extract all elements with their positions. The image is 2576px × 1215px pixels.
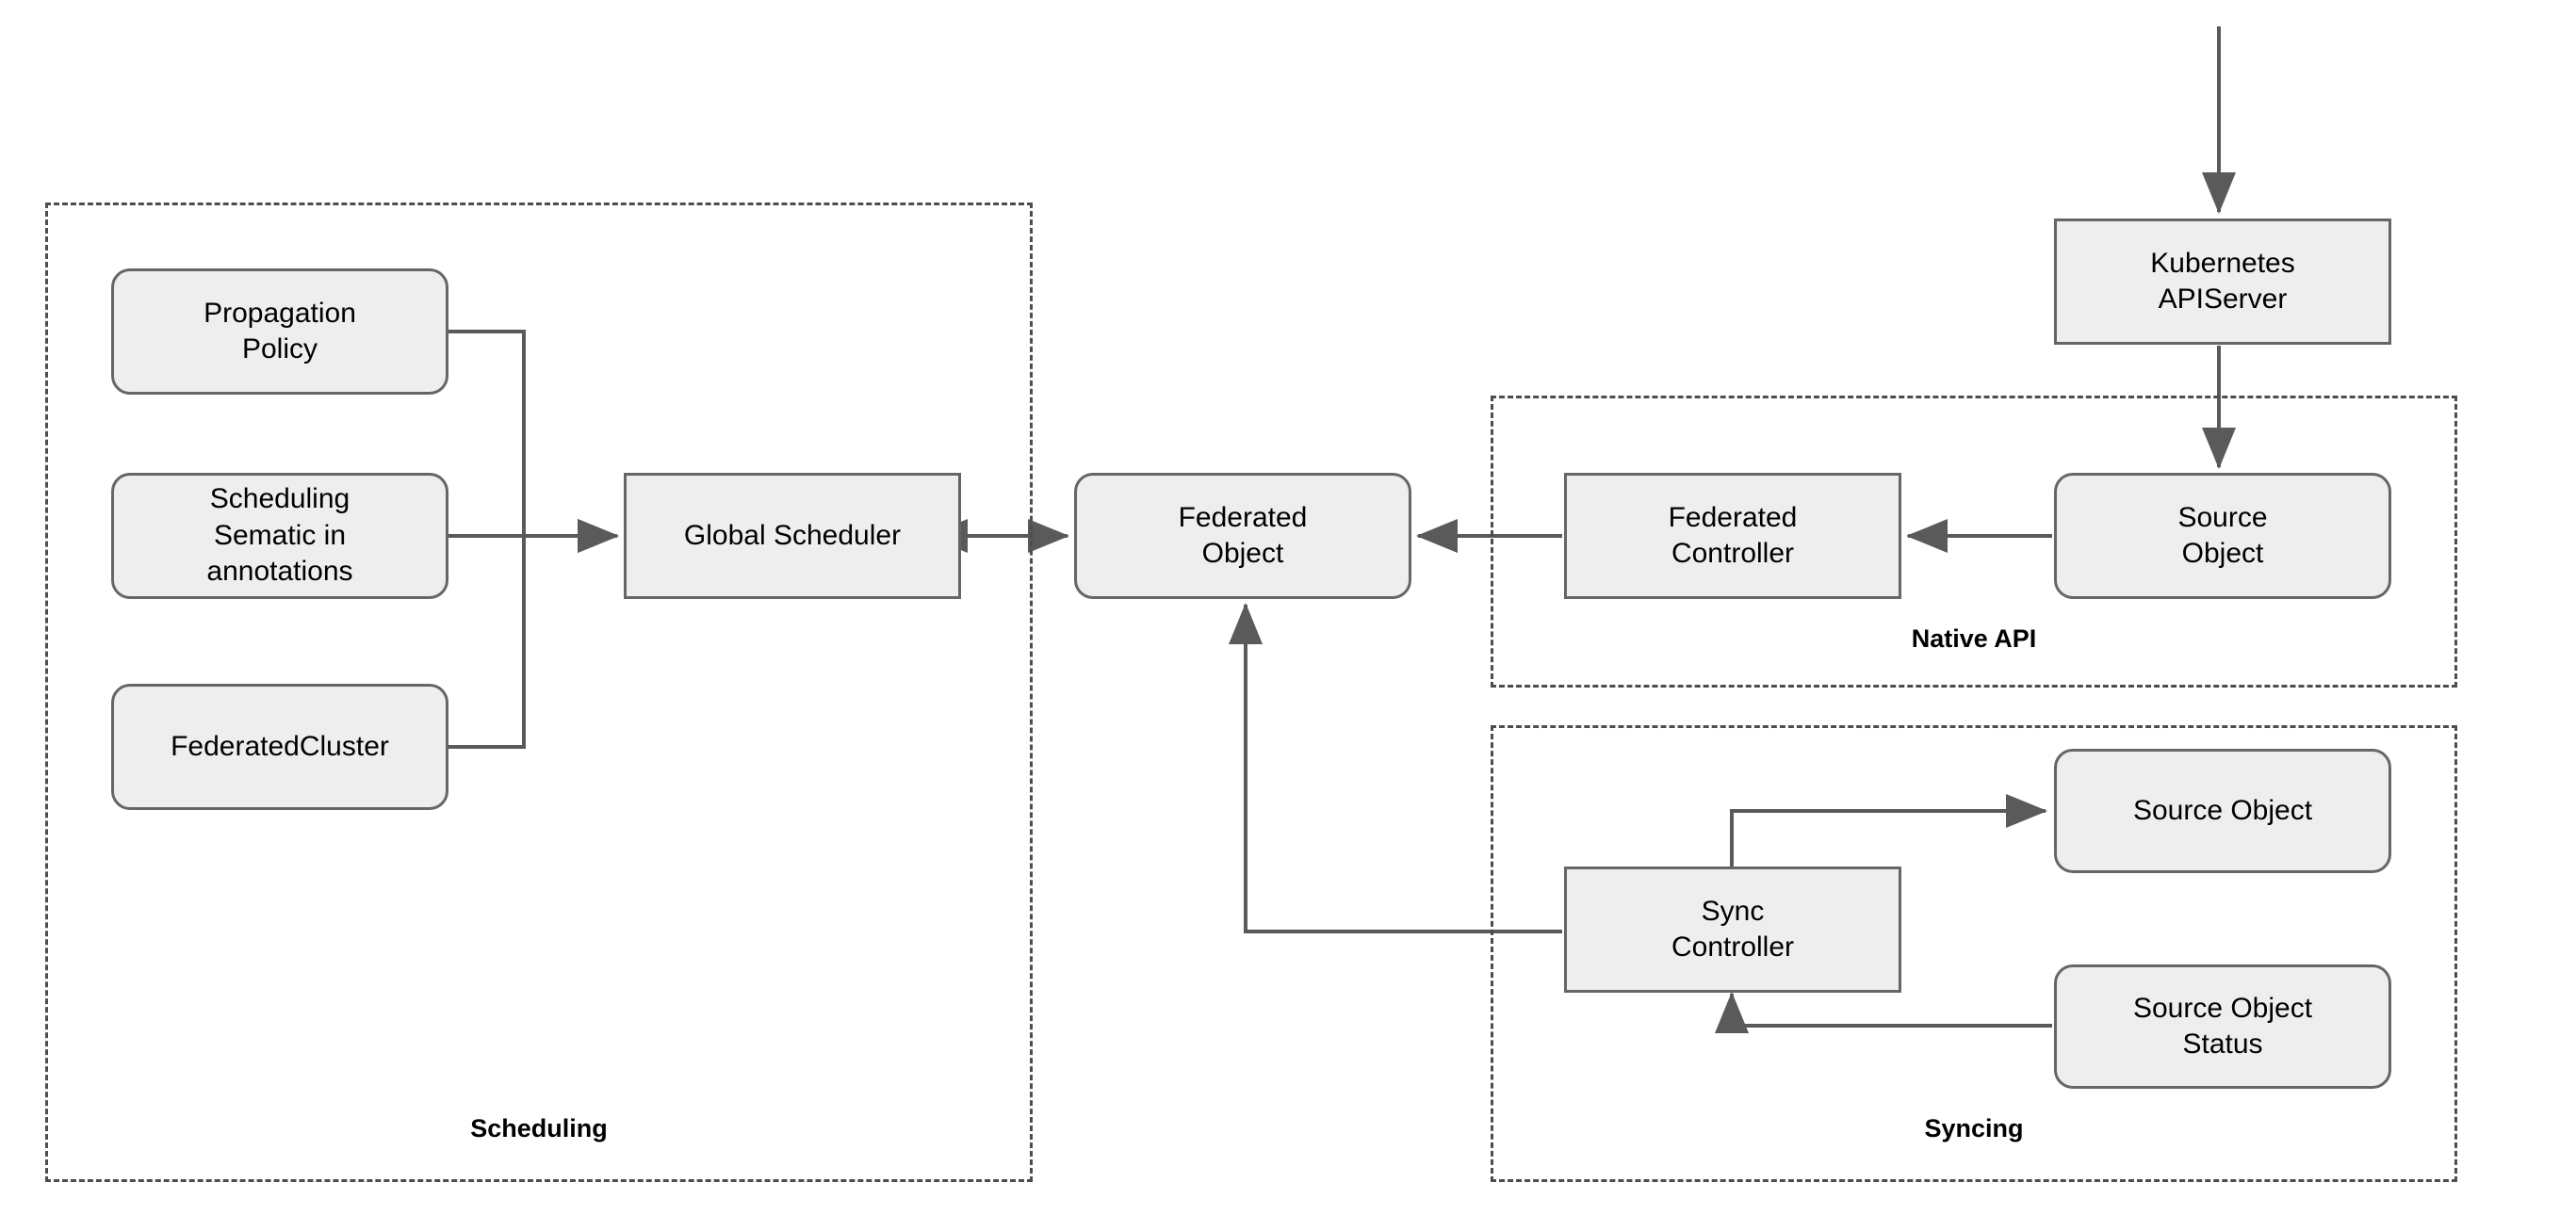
node-propagation-policy-label: Propagation Policy — [204, 297, 356, 364]
node-scheduling-semantic[interactable]: Scheduling Sematic in annotations — [111, 473, 448, 599]
group-syncing-label: Syncing — [1924, 1114, 2024, 1142]
group-scheduling-label: Scheduling — [470, 1114, 608, 1142]
node-source-object-status[interactable]: Source Object Status — [2054, 964, 2391, 1089]
node-global-scheduler[interactable]: Global Scheduler — [624, 473, 961, 599]
group-syncing — [1491, 725, 2457, 1182]
node-federated-cluster[interactable]: FederatedCluster — [111, 684, 448, 810]
node-source-object-syncing-label: Source Object — [2132, 794, 2313, 826]
node-kubernetes-apiserver-label: Kubernetes APIServer — [2150, 247, 2295, 315]
node-source-object-native-label: Source Object — [2177, 501, 2268, 569]
node-federated-object[interactable]: Federated Object — [1074, 473, 1411, 599]
node-global-scheduler-label: Global Scheduler — [683, 519, 902, 551]
node-source-object-status-label: Source Object Status — [2132, 992, 2313, 1060]
node-federated-controller-label: Federated Controller — [1668, 501, 1798, 569]
node-scheduling-semantic-label: Scheduling Sematic in annotations — [206, 483, 353, 588]
node-federated-cluster-label: FederatedCluster — [171, 730, 389, 762]
group-native-api-label: Native API — [1911, 624, 2037, 653]
node-source-object-syncing[interactable]: Source Object — [2054, 749, 2391, 873]
node-sync-controller-label: Sync Controller — [1671, 895, 1795, 963]
group-native-api — [1491, 396, 2457, 688]
node-source-object-native[interactable]: Source Object — [2054, 473, 2391, 599]
node-propagation-policy[interactable]: Propagation Policy — [111, 268, 448, 395]
group-scheduling — [45, 202, 1033, 1182]
node-federated-object-label: Federated Object — [1178, 501, 1308, 569]
node-sync-controller[interactable]: Sync Controller — [1564, 867, 1901, 993]
node-federated-controller[interactable]: Federated Controller — [1564, 473, 1901, 599]
node-kubernetes-apiserver[interactable]: Kubernetes APIServer — [2054, 219, 2391, 345]
